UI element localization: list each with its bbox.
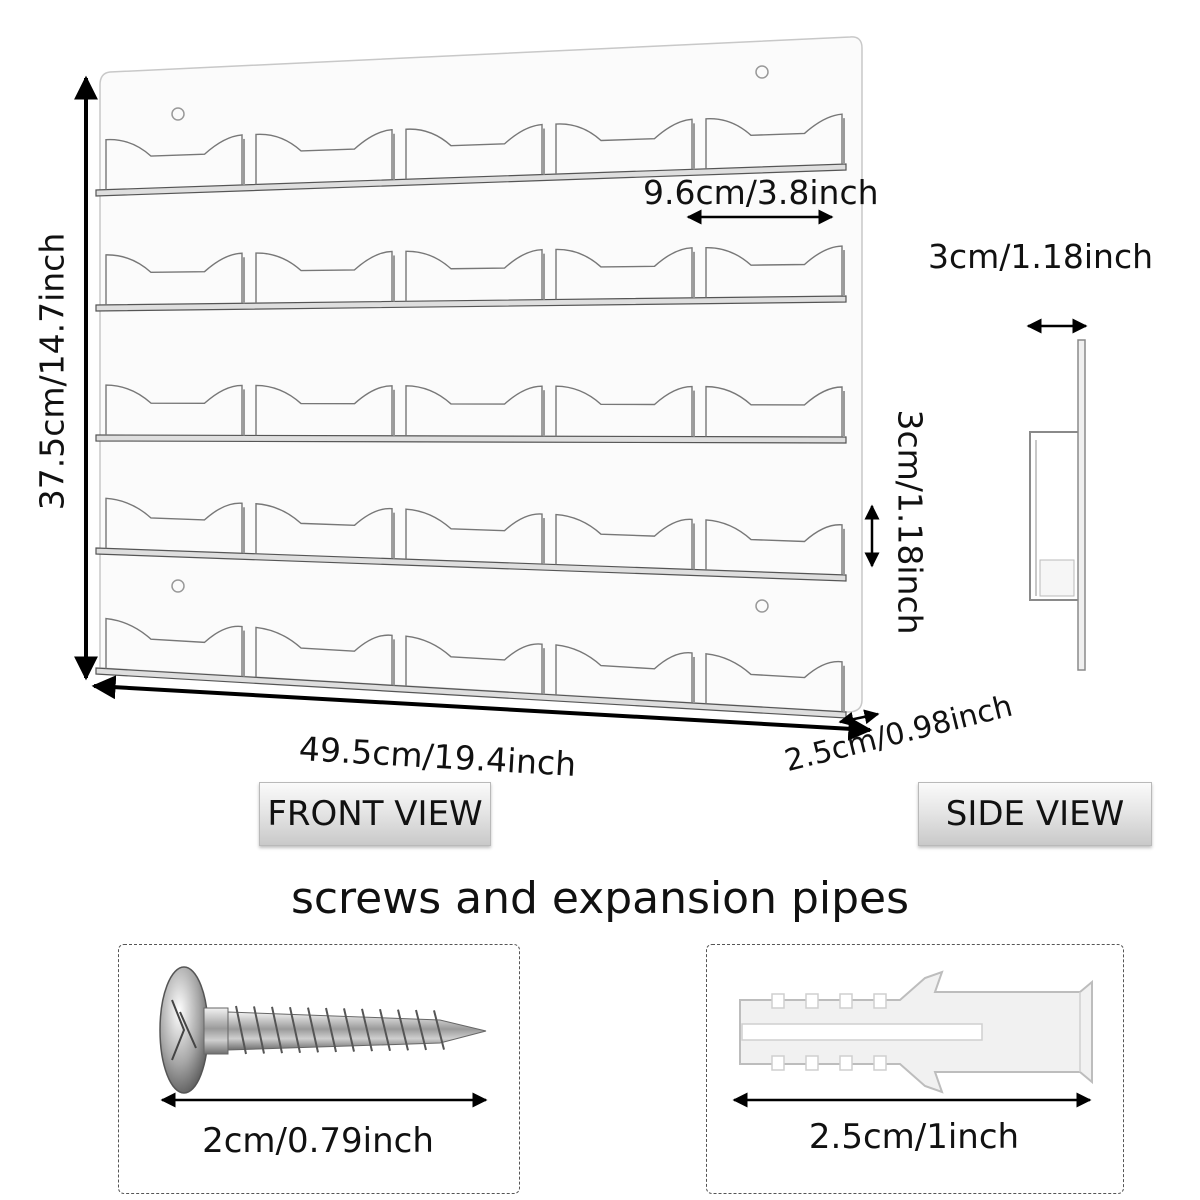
card-pocket [105, 134, 243, 190]
card-pocket [405, 635, 543, 695]
mounting-hole-icon [171, 65, 769, 613]
card-pocket [255, 626, 393, 686]
screw-icon [159, 966, 487, 1094]
front-view-panel [95, 36, 863, 719]
card-pocket [105, 497, 243, 554]
pipe-box [706, 944, 1124, 1194]
screw-thread [289, 1006, 301, 1054]
card-pocket [705, 385, 843, 437]
card-pocket [555, 385, 693, 437]
card-pocket [405, 123, 543, 180]
card-pocket [105, 384, 243, 436]
expansion-pipe-icon [739, 970, 1093, 1094]
card-pocket [105, 617, 243, 677]
card-pocket [555, 513, 693, 570]
side-view-panel [1029, 339, 1086, 671]
card-pocket [705, 245, 843, 298]
screw-thread [379, 1008, 391, 1052]
card-pocket [255, 128, 393, 185]
pocket-width-label: 9.6cm/3.8inch [643, 173, 879, 212]
screw-thread [235, 1005, 247, 1055]
card-pocket [255, 503, 393, 559]
width-arrow [91, 675, 873, 741]
screw-length-label: 2cm/0.79inch [202, 1121, 434, 1161]
screw-thread [343, 1008, 355, 1052]
card-pocket [405, 248, 543, 302]
screw-thread [415, 1009, 427, 1051]
screw-thread [253, 1006, 265, 1054]
side-depth-label: 3cm/1.18inch [928, 237, 1154, 276]
pocket-height-label: 3cm/1.18inch [890, 409, 930, 635]
card-pocket [555, 247, 693, 300]
screw-thread [271, 1006, 283, 1054]
shelf-ledge [95, 434, 847, 444]
screw-box [118, 944, 520, 1194]
screw-thread [433, 1010, 445, 1050]
card-pocket [555, 644, 693, 703]
pipe-length-label: 2.5cm/1inch [808, 1117, 1020, 1157]
accessories-title: screws and expansion pipes [290, 873, 910, 924]
side-view-button[interactable]: SIDE VIEW [918, 782, 1152, 846]
card-pocket [555, 118, 693, 175]
card-pocket [405, 385, 543, 437]
card-pocket [405, 508, 543, 565]
screw-thread [397, 1009, 409, 1051]
screw-thread [361, 1008, 373, 1052]
thickness-arrow [838, 709, 880, 727]
card-pocket [105, 252, 243, 305]
front-view-button[interactable]: FRONT VIEW [259, 782, 491, 846]
screw-thread [307, 1007, 319, 1053]
card-pocket [255, 250, 393, 304]
height-label: 37.5cm/14.7inch [32, 232, 72, 511]
card-pocket [255, 384, 393, 436]
card-pocket [705, 113, 843, 169]
screw-thread [325, 1007, 337, 1053]
card-pocket [705, 519, 843, 575]
